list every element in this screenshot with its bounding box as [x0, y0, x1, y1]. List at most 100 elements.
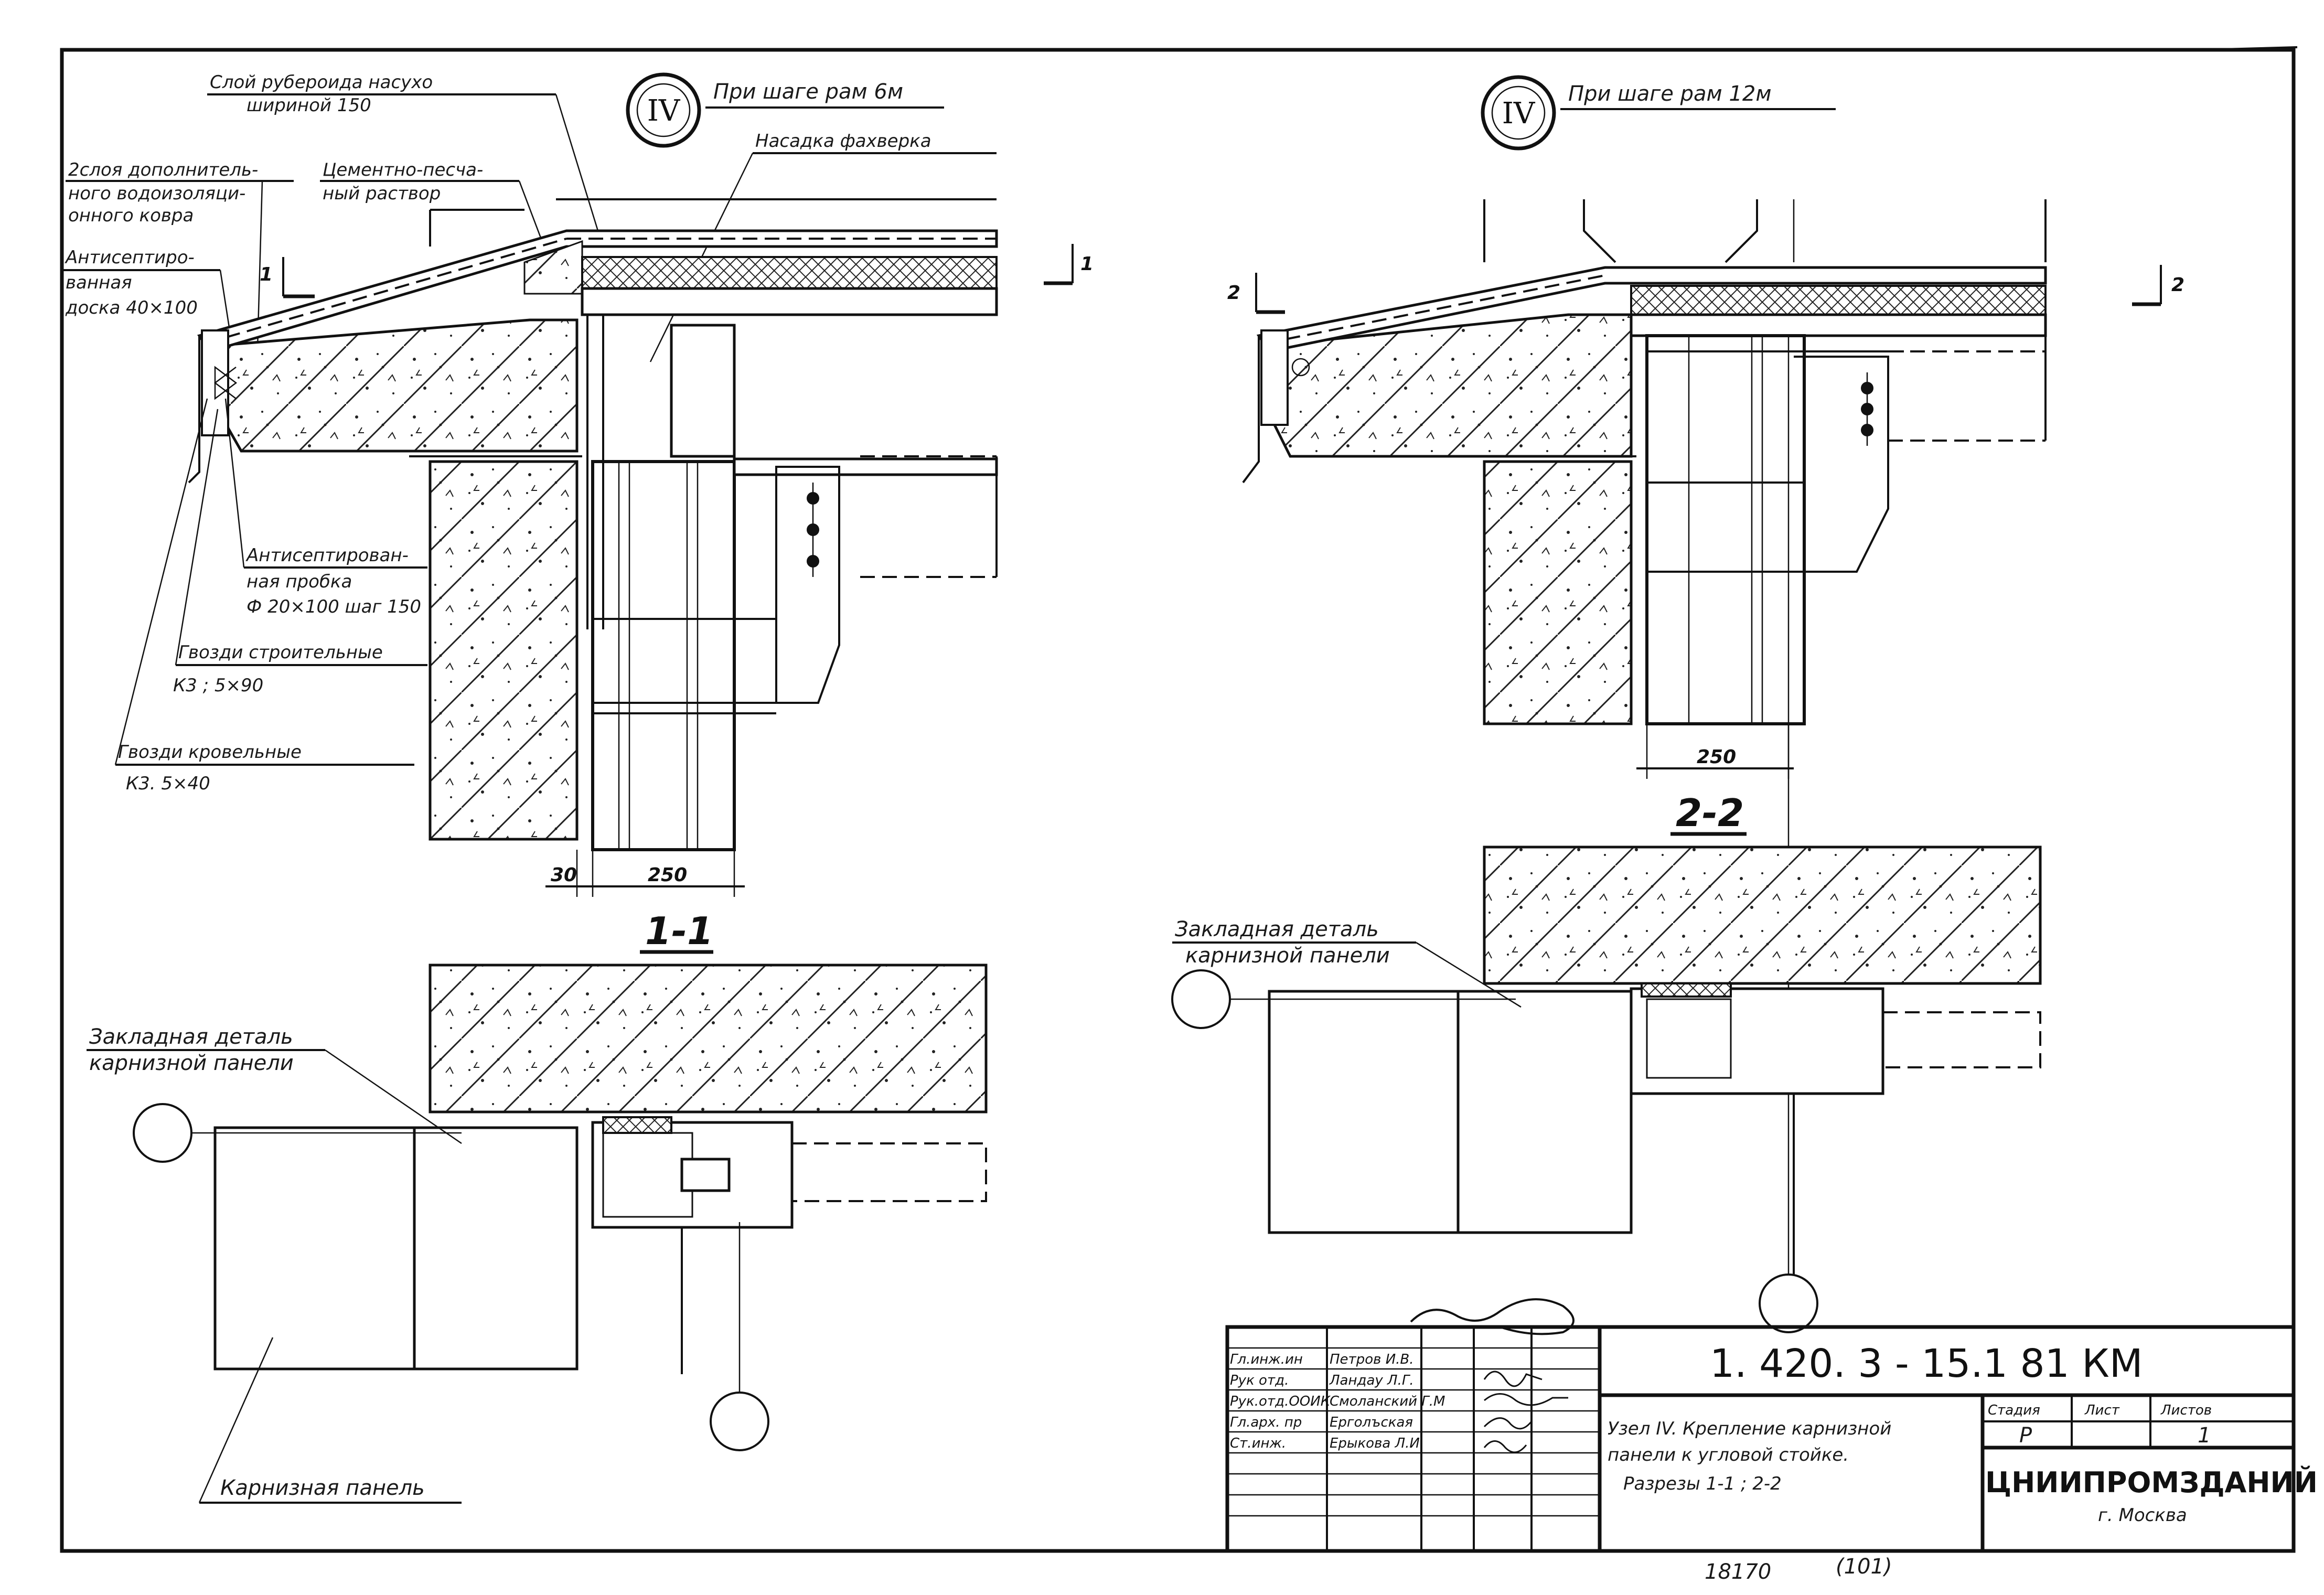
signer-role-1: Гл.инж.ин	[1230, 1352, 1303, 1367]
signer-name-5: Ерыкова Л.И	[1330, 1436, 1420, 1451]
connection-plate	[775, 466, 840, 704]
section-beam	[1882, 1011, 2041, 1068]
embed-label-1: Закладная деталь	[89, 1025, 293, 1049]
section-panel	[1483, 845, 2042, 985]
label-mortar-1: Цементно-песча-	[323, 159, 483, 180]
right-detail: IV При шаге рам 12м 2 2	[1227, 75, 2184, 1275]
steel-column	[591, 460, 736, 851]
cornice-panel-label: Карнизная панель	[220, 1476, 425, 1500]
sheets-header: Листов	[2160, 1403, 2212, 1418]
dim-main: 250	[1697, 746, 1736, 768]
label-ruberoid-2: шириной 150	[247, 95, 371, 116]
org-name: ЦНИИПРОМЗДАНИЙ	[1985, 1466, 2318, 1499]
leader-embed	[325, 1049, 462, 1144]
handwritten-signature-4	[1483, 1417, 1533, 1430]
signer-role-4: Гл.арх. пр	[1230, 1415, 1302, 1430]
embed-label-1: Закладная деталь	[1175, 917, 1379, 941]
section-nasadka	[602, 1116, 672, 1134]
section-panel	[429, 964, 988, 1114]
ref-circle-bottom	[710, 1391, 769, 1451]
label-nails-roof-2: К3. 5×40	[126, 773, 210, 794]
insulation-layer	[1630, 285, 2047, 316]
label-nails-build-1: Гвозди строительные	[178, 642, 383, 663]
label-mortar-2: ный раствор	[323, 183, 441, 204]
detail-title: При шаге рам 12м	[1568, 82, 1772, 106]
handwritten-signature-3	[1484, 1393, 1568, 1406]
label-waterproof-2: ного водоизоляци-	[68, 183, 245, 204]
leader-nails-build	[175, 409, 219, 666]
signer-name-3: Смоланский Г.М	[1330, 1394, 1445, 1409]
signer-name-2: Ландау Л.Г.	[1329, 1373, 1414, 1388]
section-beam	[791, 1142, 987, 1202]
roof-layer-line	[1263, 274, 1605, 345]
label-board-3: доска 40×100	[65, 297, 198, 318]
wood-plug	[1291, 358, 1310, 377]
leader-ruberoid	[555, 94, 599, 231]
leader-cornice-panel	[198, 1337, 274, 1503]
dim-main: 250	[648, 864, 687, 886]
detail-marker-label: IV	[1502, 97, 1536, 131]
sheet-value: 1	[2198, 1423, 2211, 1448]
stage-header: Стадия	[1988, 1403, 2040, 1418]
label-ruberoid-1: Слой рубероида насухо	[210, 72, 433, 93]
label-plug-1: Антисептирован-	[245, 545, 409, 566]
handwritten-signature-5	[1483, 1440, 1527, 1453]
insulation-layer	[581, 256, 998, 290]
cornice-panel-1	[213, 1126, 416, 1371]
label-nasadka: Насадка фахверка	[755, 131, 931, 152]
sheet-frame	[60, 48, 2296, 1553]
section-1-1: 1-1 Закладная деталь карнизной панели Ка…	[87, 909, 988, 1504]
description-3: Разрезы 1-1 ; 2-2	[1623, 1473, 1782, 1494]
section-title: 1-1	[645, 909, 713, 953]
handwritten-signature-1	[1410, 1298, 1575, 1335]
description-2: панели к угловой стойке.	[1608, 1444, 1849, 1465]
cornice-panel-2	[1456, 990, 1633, 1234]
cut-label-right: 2	[2171, 274, 2184, 296]
eave-flashing	[188, 336, 200, 484]
sheet-header: Лист	[2084, 1403, 2120, 1418]
beam-top-flange	[733, 457, 998, 476]
cut-label-left: 2	[1227, 282, 1240, 304]
wall-panel	[1483, 460, 1633, 725]
ref-circle-left	[133, 1103, 192, 1163]
label-waterproof-3: онного ковра	[68, 205, 194, 226]
detail-marker-circle	[626, 72, 701, 148]
section-bolt	[680, 1158, 731, 1192]
leader-nails-roof	[114, 398, 208, 765]
connection-plate	[1794, 356, 1889, 573]
wood-plug	[213, 366, 238, 400]
cornice-panel-2	[413, 1126, 579, 1371]
eave-flashing	[1242, 336, 1260, 484]
detail-marker-circle	[1481, 75, 1556, 151]
archive-number: 18170	[1705, 1560, 1771, 1584]
ref-circle-bottom	[1759, 1273, 1818, 1333]
embed-label-2: карнизной панели	[89, 1051, 294, 1075]
cut-label-left: 1	[260, 264, 273, 285]
doc-code: 1. 420. 3 - 15.1 81 КМ	[1710, 1341, 2143, 1386]
roof-slab	[581, 287, 998, 316]
dim-small: 30	[551, 864, 577, 886]
top-edge-tick	[2202, 46, 2298, 51]
description-1: Узел IV. Крепление карнизной	[1608, 1418, 1891, 1439]
upper-column-haunch-l	[1583, 199, 1616, 263]
left-detail: IV При шаге рам 6м Слой рубероида насухо…	[63, 72, 1094, 897]
signer-name-4: Ерголъская	[1330, 1415, 1413, 1430]
wall-panel	[429, 460, 579, 841]
label-nails-build-2: К3 ; 5×90	[173, 675, 263, 696]
stage-value: Р	[2019, 1423, 2032, 1448]
detail-marker-inner	[1491, 85, 1546, 140]
leader-plug	[224, 398, 245, 568]
section-2-2: 2-2 Закладная деталь карнизной панели	[1171, 791, 2042, 1333]
embed-label-2: карнизной панели	[1185, 944, 1390, 968]
nasadka-post	[670, 324, 736, 458]
upper-column-haunch-r	[1725, 199, 1758, 263]
detail-marker-label: IV	[647, 94, 681, 128]
cut-label-right: 1	[1080, 253, 1094, 275]
detail-marker-inner	[636, 83, 691, 137]
label-plug-2: ная пробка	[247, 571, 352, 592]
ref-circle-left	[1171, 969, 1231, 1029]
title-block-frame	[1225, 1325, 2296, 1553]
cornice-panel-1	[1268, 990, 1460, 1234]
steel-column	[1645, 334, 1806, 725]
